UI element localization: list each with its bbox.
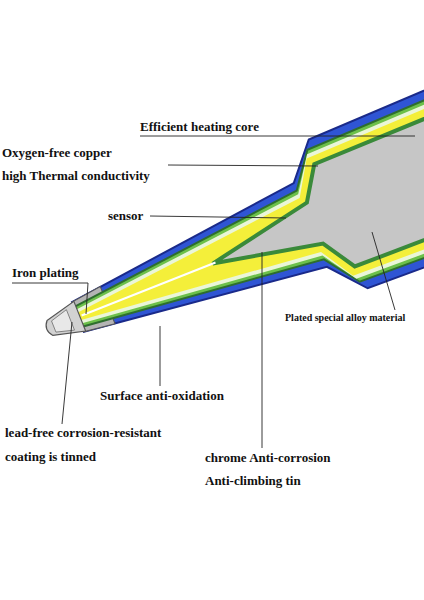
part-label: Oxygen-free copper — [2, 146, 112, 159]
leader-line — [62, 322, 72, 424]
part-label: sensor — [108, 209, 143, 222]
leader-line — [372, 232, 395, 310]
part-label: high Thermal conductivity — [2, 169, 150, 182]
part-label: Plated special alloy material — [285, 313, 405, 323]
part-label: Surface anti-oxidation — [100, 389, 224, 402]
leader-lines — [12, 136, 415, 448]
copper-core — [54, 73, 424, 379]
part-label: chrome Anti-corrosion — [205, 451, 331, 464]
chisel-tip — [41, 301, 86, 344]
part-label: coating is tinned — [5, 450, 96, 463]
part-label: Efficient heating core — [140, 120, 259, 133]
part-label: Iron plating — [12, 266, 79, 279]
leader-line — [150, 216, 286, 218]
heating-core — [191, 83, 424, 318]
plating-layer — [49, 70, 424, 385]
leader-line — [12, 283, 88, 314]
leader-line — [160, 326, 161, 386]
leader-line — [140, 136, 415, 137]
part-label: Anti-climbing tin — [205, 474, 301, 487]
part-label: lead-free corrosion-resistant — [5, 426, 161, 439]
tip-cross-section — [15, 58, 424, 409]
sensor-wire — [82, 262, 216, 315]
leader-line — [262, 252, 263, 448]
leader-line — [168, 165, 318, 166]
alloy-layer — [44, 66, 424, 390]
